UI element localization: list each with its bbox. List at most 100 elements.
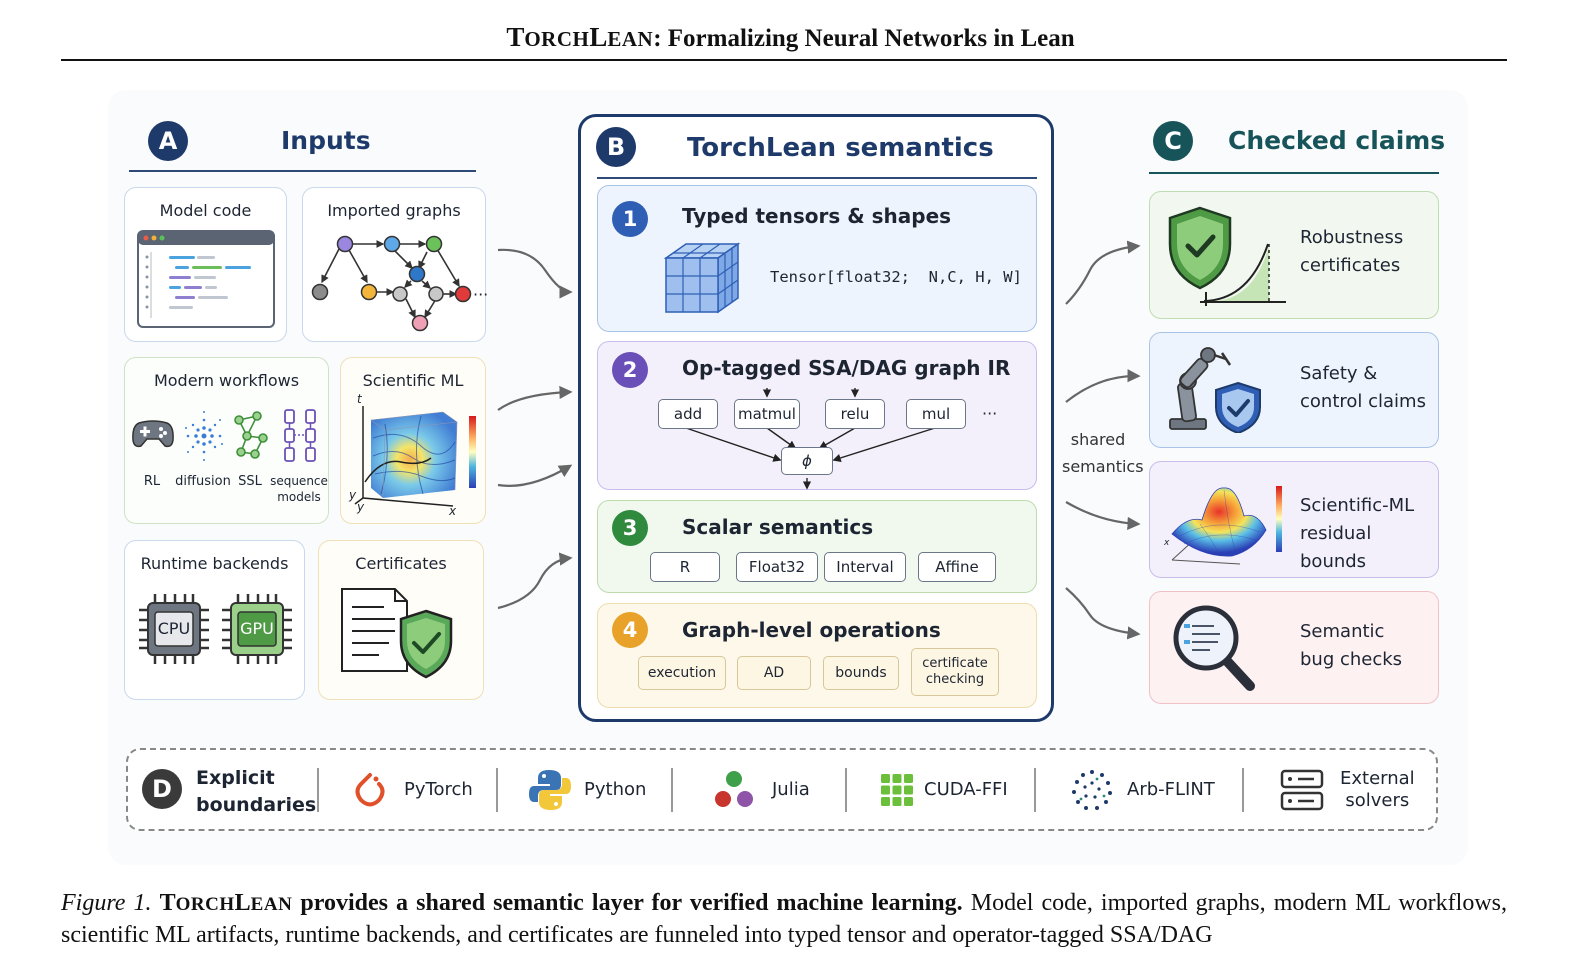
robustness-line2: certificates: [1300, 255, 1401, 276]
scalar-float32: Float32: [736, 552, 818, 582]
boundary-external-solvers: External solvers: [1280, 750, 1415, 829]
scientific-line2: residual bounds: [1300, 523, 1372, 572]
shared-line2: semantics: [1062, 457, 1144, 476]
shared-semantics-label: shared semantics: [1062, 426, 1144, 480]
cpu-label: CPU: [157, 619, 191, 638]
graph-ir-section: 2 Op-tagged SSA/DAG graph IR add matmul …: [597, 341, 1037, 490]
scalar-interval: Interval: [824, 552, 906, 582]
certificates-card: Certificates: [318, 540, 484, 700]
separator: [671, 768, 673, 812]
graph-ellipsis: ···: [473, 285, 489, 304]
panel-d-title: Explicit boundaries: [196, 765, 316, 819]
server-icon: [1280, 769, 1324, 810]
pytorch-label: PyTorch: [404, 779, 473, 800]
panel-b-title: TorchLean semantics: [687, 133, 994, 163]
dag-graph-icon: [311, 235, 472, 332]
robustness-claim-text: Robustness certificates: [1300, 224, 1403, 280]
bug-check-line1: Semantic: [1300, 621, 1385, 642]
imported-graphs-label: Imported graphs: [327, 201, 461, 220]
runtime-backends-label: Runtime backends: [140, 554, 289, 573]
gpu-chip-icon: [222, 594, 292, 664]
axis-label-t: t: [357, 392, 362, 406]
scalar-affine: Affine: [918, 552, 996, 582]
boundary-julia: Julia: [712, 750, 810, 829]
op-mul: mul: [906, 399, 966, 429]
surface-axis-x: x: [1164, 538, 1170, 548]
safety-line1: Safety &: [1300, 363, 1378, 384]
op-add: add: [658, 399, 718, 429]
graph-operations-section: 4 Graph-level operations execution AD bo…: [597, 603, 1037, 708]
scientific-ml-label: Scientific ML: [362, 371, 464, 390]
shared-line1: shared: [1070, 430, 1126, 449]
certificate-shield-icon: [341, 588, 453, 679]
axis-label-x: x: [449, 504, 457, 518]
boundary-pytorch: PyTorch: [352, 750, 473, 829]
pytorch-icon: [355, 772, 385, 806]
section-1-badge: 1: [612, 201, 648, 237]
flow-field-icon: [354, 406, 476, 507]
diffusion-icon: [185, 411, 223, 461]
running-header: TORCHLEAN: Formalizing Neural Networks i…: [506, 22, 1075, 52]
panel-a-badge: A: [148, 121, 188, 161]
runtime-backends-card: Runtime backends CPU GPU: [124, 540, 305, 700]
scientific-ml-claim-text: Scientific-ML residual bounds: [1300, 492, 1438, 576]
robot-arm-shield-icon: [1169, 347, 1261, 433]
separator: [1034, 768, 1036, 812]
separator: [496, 768, 498, 812]
cuda-ffi-label: CUDA-FFI: [924, 779, 1008, 800]
claim-arrows: [1065, 240, 1141, 640]
caption-label: Figure 1.: [61, 890, 152, 916]
op-ellipsis: ···: [982, 404, 998, 423]
panel-d-title-line2: boundaries: [196, 794, 317, 816]
panel-b-badge: B: [596, 127, 636, 167]
graph-op-execution: execution: [638, 656, 726, 690]
tensor-cube-icon: [663, 242, 741, 314]
arb-flint-label: Arb-FLINT: [1127, 779, 1215, 800]
panel-c-rule: [1149, 172, 1439, 174]
graph-op-ad: AD: [737, 656, 811, 690]
op-relu: relu: [825, 399, 885, 429]
section-4-badge: 4: [612, 612, 648, 648]
bug-check-line2: bug checks: [1300, 649, 1403, 670]
section-3-title: Scalar semantics: [682, 515, 874, 539]
separator: [1242, 768, 1244, 812]
boundary-python: Python: [528, 750, 646, 829]
ssl-graph-icon: [234, 411, 268, 459]
sequence-model-icon: [284, 409, 316, 462]
panel-b-rule: [597, 177, 1037, 179]
bug-check-claim-card: Semantic bug checks: [1149, 591, 1439, 704]
separator: [845, 768, 847, 812]
scientific-ml-claim-card: x Scientific-ML residual bounds: [1149, 461, 1439, 578]
magnifier-icon: [1173, 605, 1255, 691]
cuda-grid-icon: [881, 773, 913, 806]
modern-workflows-card: Modern workflows RL diffusion SSL sequen…: [124, 357, 329, 524]
op-matmul: matmul: [734, 399, 800, 429]
caption-bold: TORCHLEAN provides a shared semantic lay…: [159, 890, 963, 916]
certificates-label: Certificates: [355, 554, 447, 573]
boundary-arb-flint: Arb-FLINT: [1071, 750, 1215, 829]
section-2-badge: 2: [612, 352, 648, 388]
torchlean-semantics-panel: B TorchLean semantics 1 Typed tensors & …: [578, 114, 1054, 722]
cpu-chip-icon: [139, 594, 209, 664]
phi-node: ϕ: [781, 447, 833, 475]
caption-body: Model code, imported graphs, modern ML w…: [61, 890, 1508, 948]
workflow-label-models: models: [277, 490, 321, 504]
panel-c-title: Checked claims: [1228, 126, 1446, 155]
model-code-label: Model code: [159, 201, 252, 220]
safety-claim-text: Safety & control claims: [1300, 360, 1426, 416]
header-rule: [61, 59, 1507, 61]
graph-op-certificate-checking: certificate checking: [911, 648, 999, 696]
workflow-label-sequence: sequence: [270, 474, 328, 488]
safety-line2: control claims: [1300, 391, 1426, 412]
section-3-badge: 3: [612, 510, 648, 546]
axis-label-y2: y: [357, 500, 365, 514]
code-editor-icon: [137, 230, 275, 328]
section-4-title: Graph-level operations: [682, 618, 941, 642]
julia-label: Julia: [772, 779, 810, 800]
section-2-title: Op-tagged SSA/DAG graph IR: [682, 356, 1011, 380]
scalar-semantics-section: 3 Scalar semantics R Float32 Interval Af…: [597, 500, 1037, 593]
section-1-title: Typed tensors & shapes: [682, 204, 952, 228]
panel-d-badge: D: [142, 769, 182, 809]
certificate-checking-line1: certificate: [922, 656, 988, 672]
modern-workflows-label: Modern workflows: [153, 371, 300, 390]
